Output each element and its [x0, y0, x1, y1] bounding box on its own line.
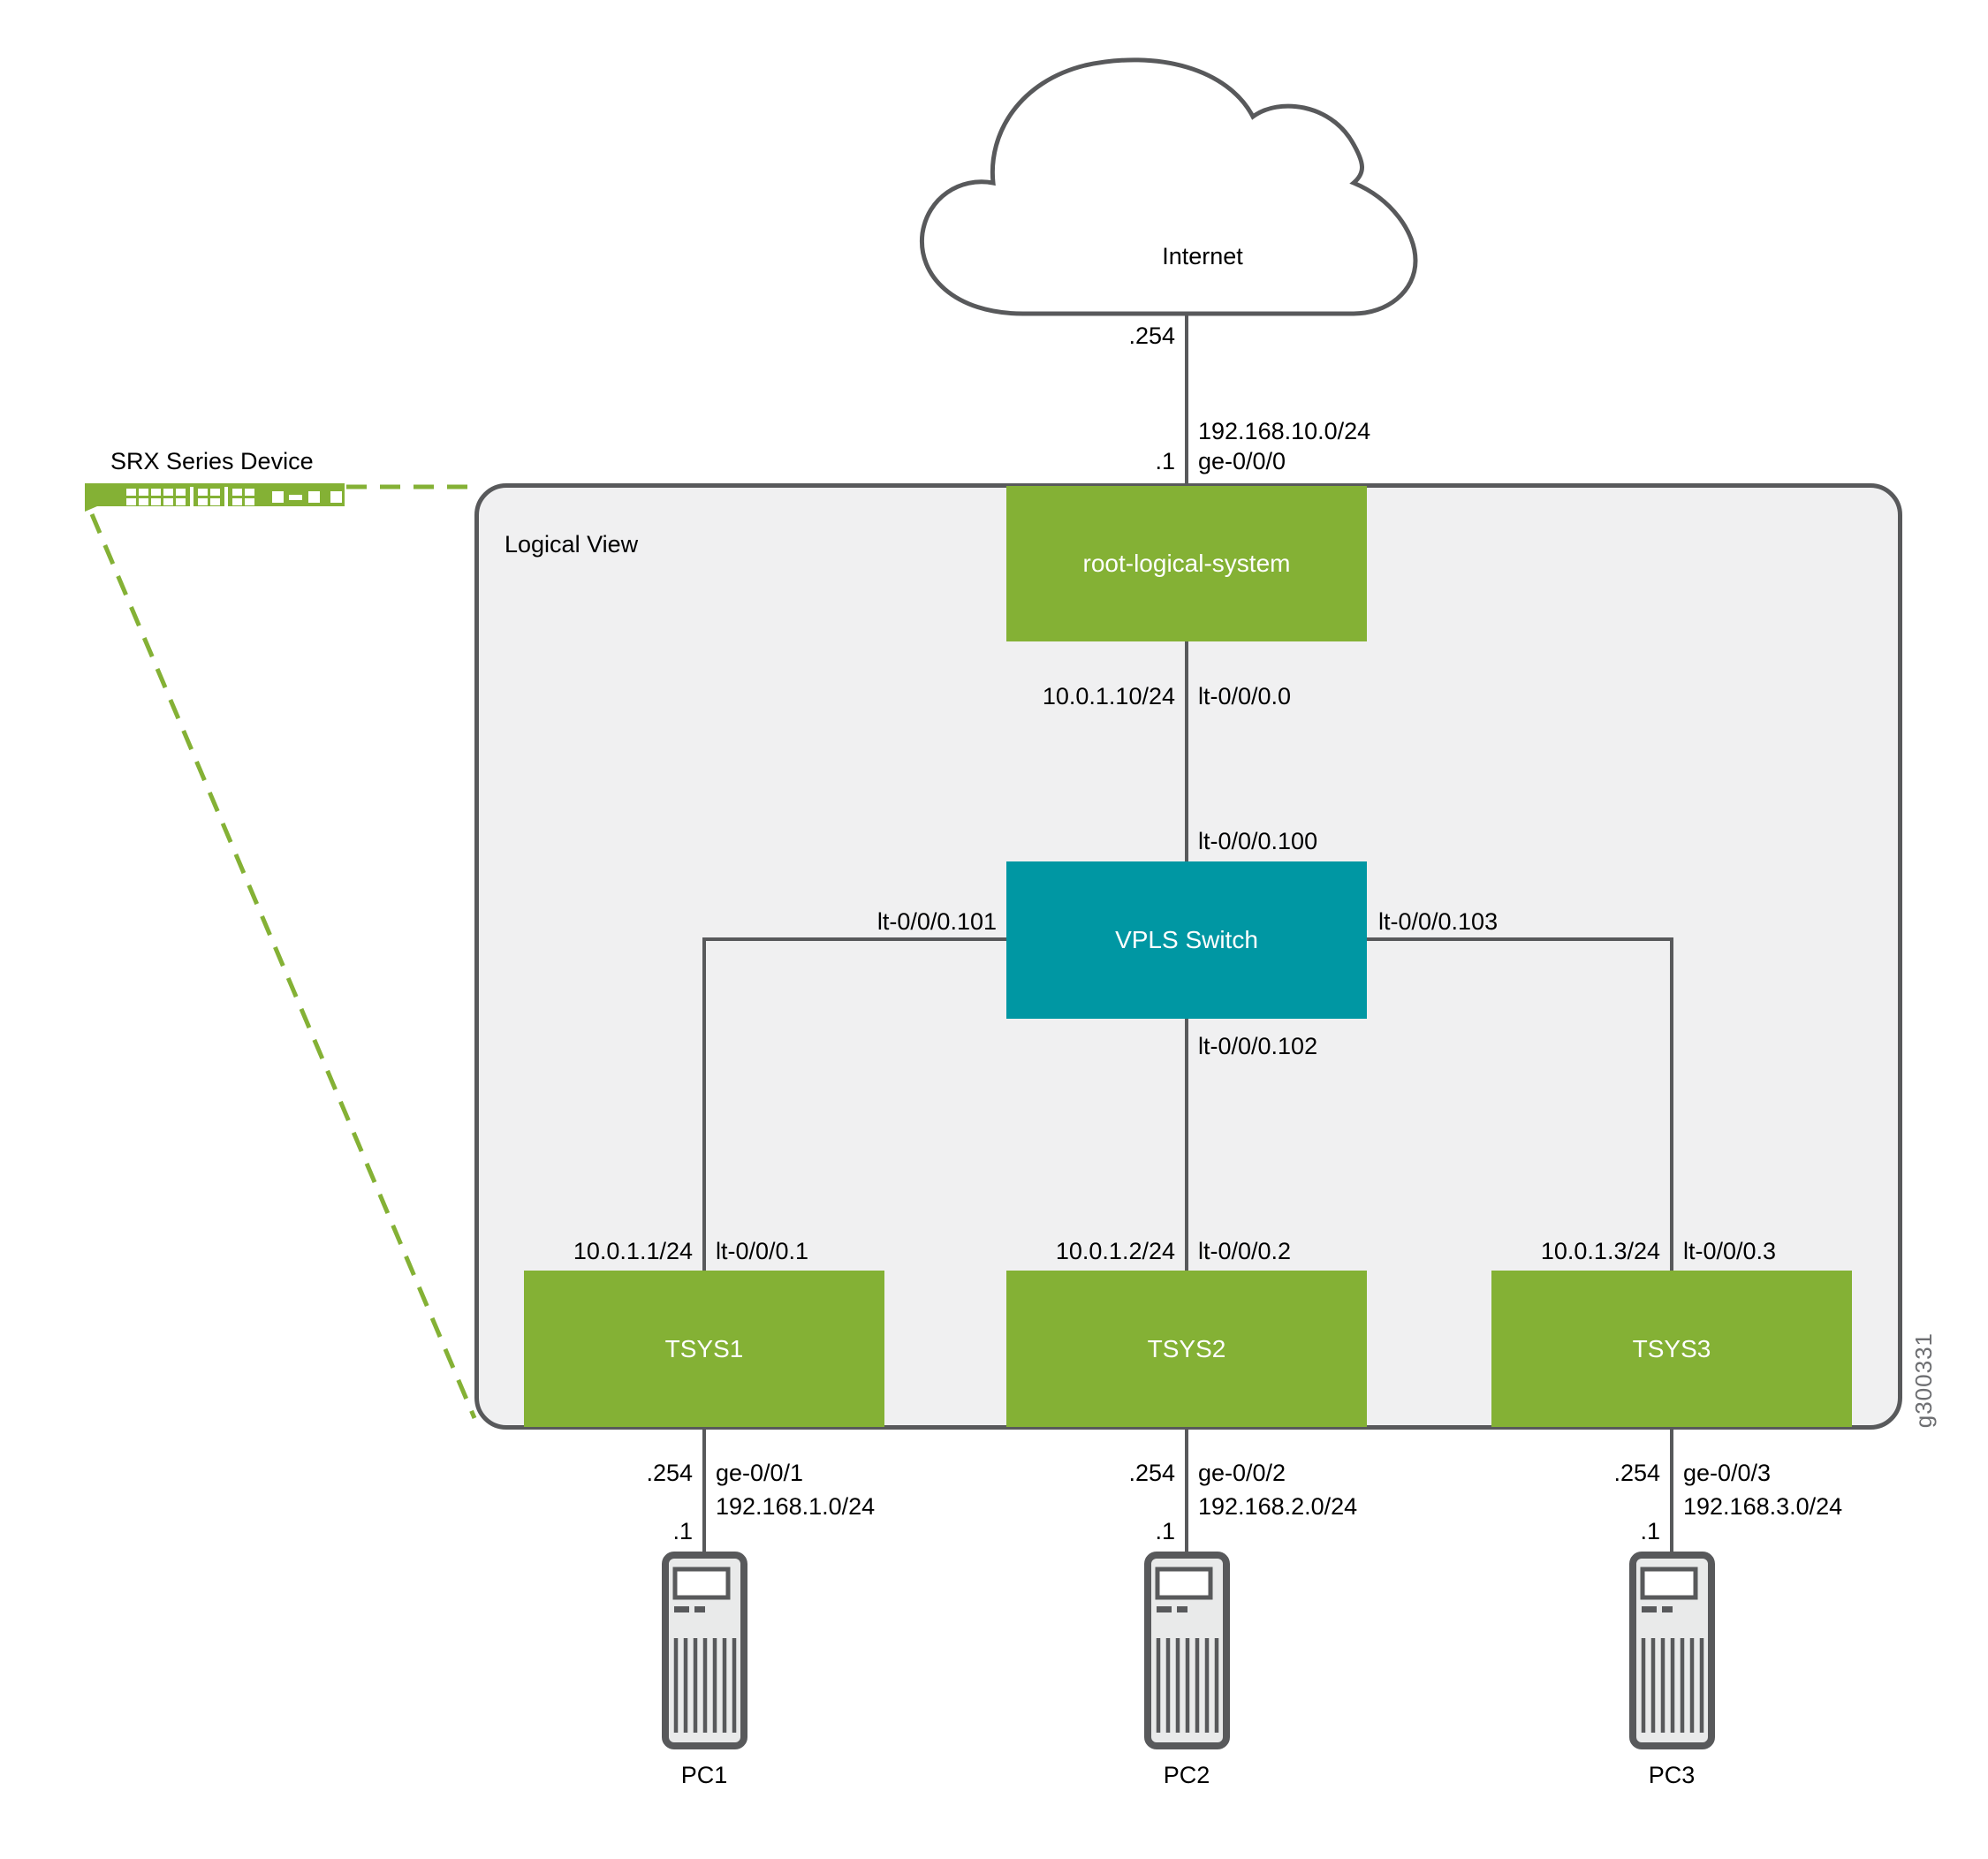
tsys3-box: TSYS3 — [1491, 1271, 1852, 1427]
tsys3-interface-label: lt-0/0/0.3 — [1683, 1238, 1777, 1264]
tsys1-gateway-label: .254 — [646, 1460, 693, 1486]
pc1-label: PC1 — [680, 1762, 728, 1788]
tsys2-gateway-label: .254 — [1128, 1460, 1175, 1486]
srx-device-label: SRX Series Device — [110, 448, 314, 474]
pc3-label: PC3 — [1648, 1762, 1696, 1788]
srx-callout-dashes — [89, 484, 477, 1419]
tsys2-interface-label: lt-0/0/0.2 — [1198, 1238, 1292, 1264]
tsys2-lan-subnet-label: 192.168.2.0/24 — [1198, 1493, 1358, 1520]
srx-dash-diagonal — [89, 513, 477, 1419]
pc1-icon — [665, 1555, 744, 1746]
tsys1-label: TSYS1 — [664, 1334, 744, 1362]
vpls-switch-label: VPLS Switch — [1115, 926, 1258, 953]
pc3-icon — [1633, 1555, 1711, 1746]
figure-id-label: g300331 — [1910, 1332, 1937, 1429]
tsys1-lan-interface-label: ge-0/0/1 — [716, 1460, 804, 1486]
vpls-left-interface-label: lt-0/0/0.101 — [876, 908, 997, 935]
pc1-ip-label: .1 — [672, 1518, 693, 1544]
tsys3-lan-interface-label: ge-0/0/3 — [1683, 1460, 1772, 1486]
tsys1-lan-subnet-label: 192.168.1.0/24 — [716, 1493, 876, 1520]
tsys2-label: TSYS2 — [1147, 1334, 1226, 1362]
pc3-ip-label: .1 — [1640, 1518, 1660, 1544]
tsys3-gateway-label: .254 — [1613, 1460, 1660, 1486]
tsys3-ip-label: 10.0.1.3/24 — [1540, 1238, 1660, 1264]
vpls-down-interface-label: lt-0/0/0.102 — [1198, 1033, 1318, 1059]
pc2-label: PC2 — [1163, 1762, 1210, 1788]
tsys2-lan-interface-label: ge-0/0/2 — [1198, 1460, 1286, 1486]
tsys2-ip-label: 10.0.1.2/24 — [1055, 1238, 1175, 1264]
tsys3-label: TSYS3 — [1632, 1334, 1711, 1362]
tsys3-lan-subnet-label: 192.168.3.0/24 — [1683, 1493, 1843, 1520]
root-ip-label: 10.0.1.10/24 — [1042, 683, 1175, 709]
internet-label: Internet — [1162, 243, 1243, 269]
pc2-icon — [1148, 1555, 1226, 1746]
tsys1-interface-label: lt-0/0/0.1 — [716, 1238, 809, 1264]
internet-cloud-icon — [919, 57, 1418, 316]
root-logical-system-label: root-logical-system — [1082, 550, 1291, 577]
wire-vpls-to-tsys3 — [1367, 937, 1673, 1271]
root-logical-system-box: root-logical-system — [1006, 486, 1367, 641]
logical-view-label: Logical View — [505, 531, 639, 558]
pc2-ip-label: .1 — [1155, 1518, 1175, 1544]
vpls-switch-box: VPLS Switch — [1006, 861, 1367, 1019]
root-interface-label: lt-0/0/0.0 — [1198, 683, 1292, 709]
wan-device-ip-label: .1 — [1155, 448, 1175, 474]
wan-cloud-ip-label: .254 — [1128, 322, 1175, 349]
tsys2-box: TSYS2 — [1006, 1271, 1367, 1427]
wan-subnet-label: 192.168.10.0/24 — [1198, 418, 1371, 444]
wan-interface-label: ge-0/0/0 — [1198, 448, 1286, 474]
tsys1-box: TSYS1 — [524, 1271, 884, 1427]
wire-vpls-to-tsys1 — [702, 937, 1006, 1271]
connector-wires — [702, 309, 1673, 1552]
vpls-right-interface-label: lt-0/0/0.103 — [1378, 908, 1499, 935]
tsys1-ip-label: 10.0.1.1/24 — [573, 1238, 693, 1264]
srx-device-icon — [85, 483, 345, 512]
vpls-up-interface-label: lt-0/0/0.100 — [1198, 828, 1318, 854]
